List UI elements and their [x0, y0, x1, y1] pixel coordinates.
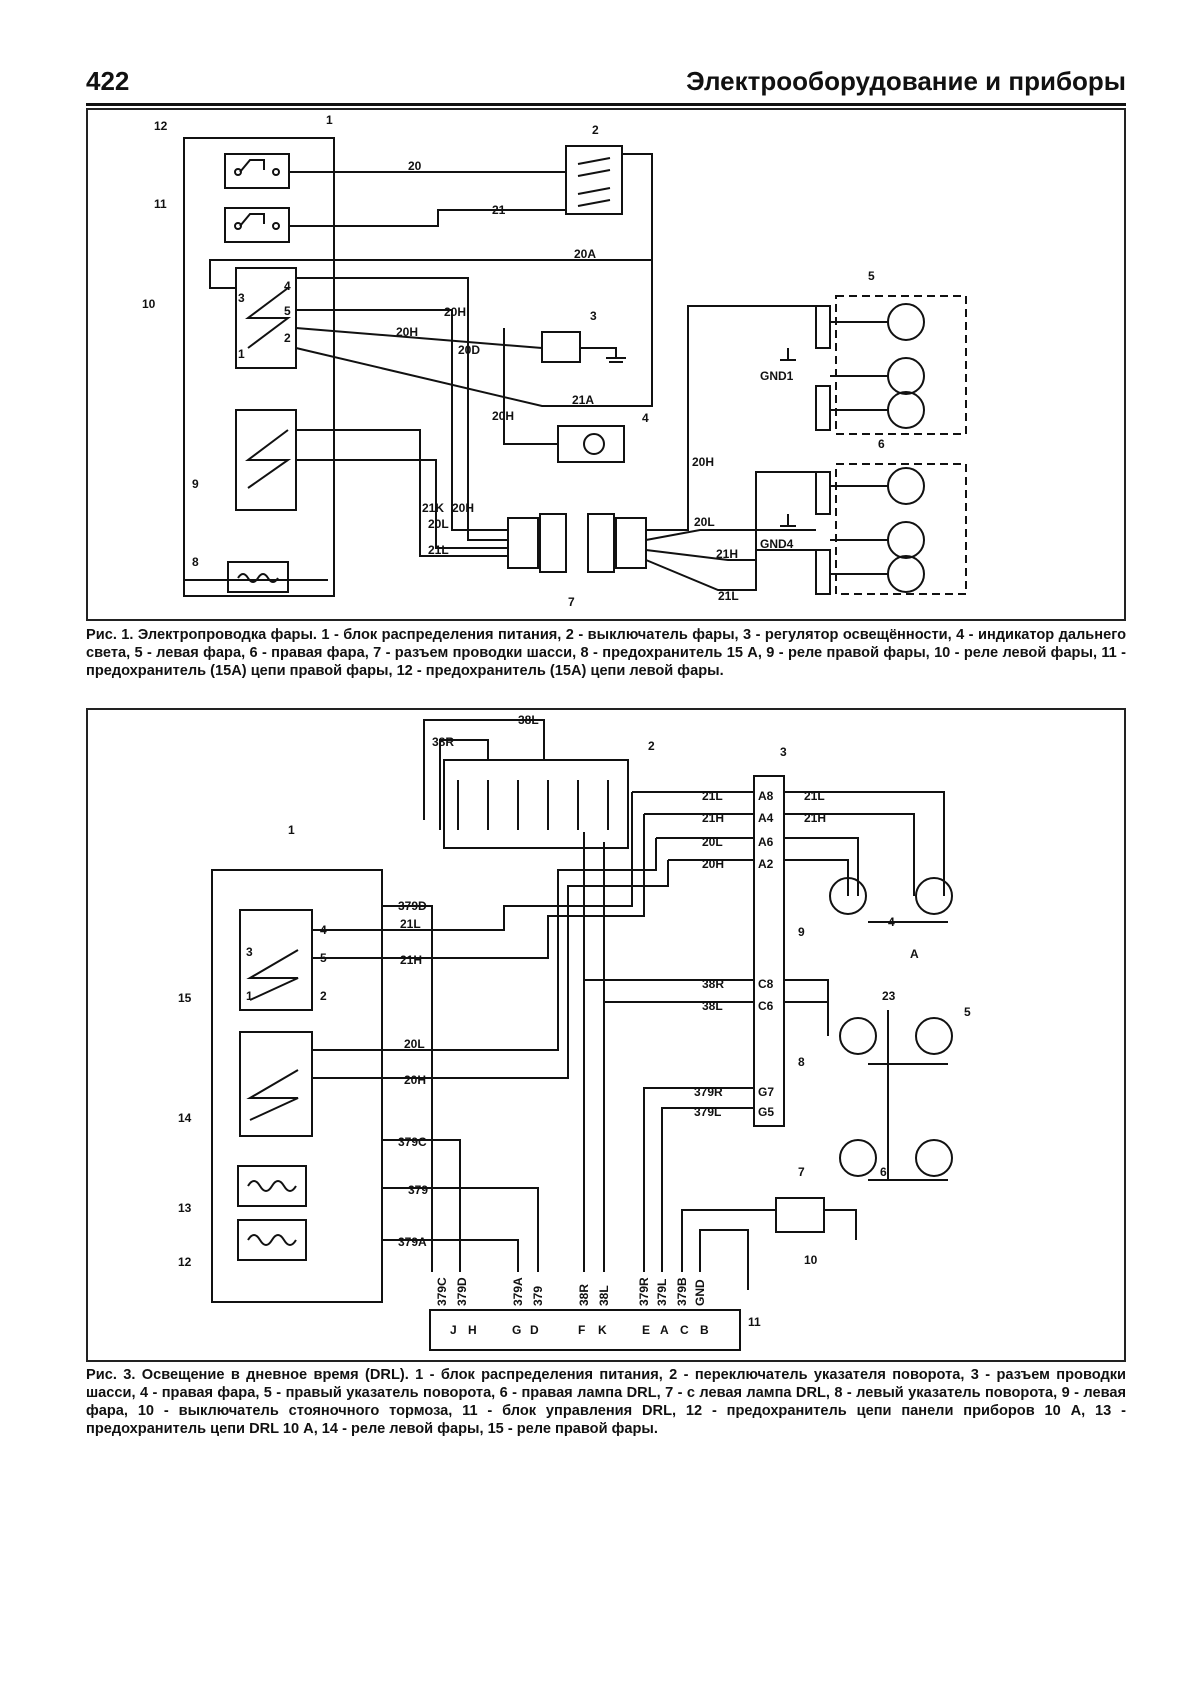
- drl-control-module-11: [429, 1309, 741, 1351]
- figure-1-frame: 12 1 2 11 10 3 4 5 6 9 7 8 20 21 20A 20H…: [86, 108, 1126, 621]
- power-distribution-box: [183, 137, 335, 597]
- page-title: Электрооборудование и приборы: [686, 66, 1126, 96]
- dimmer-3: [541, 331, 626, 363]
- headlight-switch-2: [565, 145, 623, 215]
- figure-1-caption: Рис. 1. Электропроводка фары. 1 - блок р…: [86, 627, 1126, 679]
- power-distribution-box: [211, 869, 383, 1303]
- page-number: 422: [86, 66, 130, 96]
- left-headlamp-5: [815, 295, 967, 435]
- figure-3-diagram: [211, 719, 953, 1351]
- figure-1-diagram: [183, 137, 967, 597]
- page-header: 422 Электрооборудование и приборы: [86, 66, 1126, 102]
- header-rule: [86, 103, 1126, 106]
- high-beam-indicator-4: [557, 425, 625, 463]
- fuse-11: [224, 207, 290, 243]
- lamps: [829, 877, 953, 1177]
- fuse-12: [224, 153, 290, 189]
- turn-signal-switch-2: [443, 759, 629, 849]
- relay-10: [235, 267, 297, 369]
- figure-3-caption: Рис. 3. Освещение в дневное время (DRL).…: [86, 1367, 1126, 1437]
- parking-brake-switch-10: [775, 1197, 825, 1233]
- relay-9: [235, 409, 297, 511]
- fuse-12: [237, 1219, 307, 1261]
- relay-15: [239, 909, 313, 1011]
- fuse-8: [227, 561, 289, 593]
- chassis-connector-3: [753, 775, 785, 1127]
- chassis-connector-7: [507, 513, 647, 573]
- figure-3-frame: 1 2 3 4 5 6 7 8 9 10 11 12 13 14 15 23 A…: [86, 708, 1126, 1362]
- fuse-13: [237, 1165, 307, 1207]
- relay-14: [239, 1031, 313, 1137]
